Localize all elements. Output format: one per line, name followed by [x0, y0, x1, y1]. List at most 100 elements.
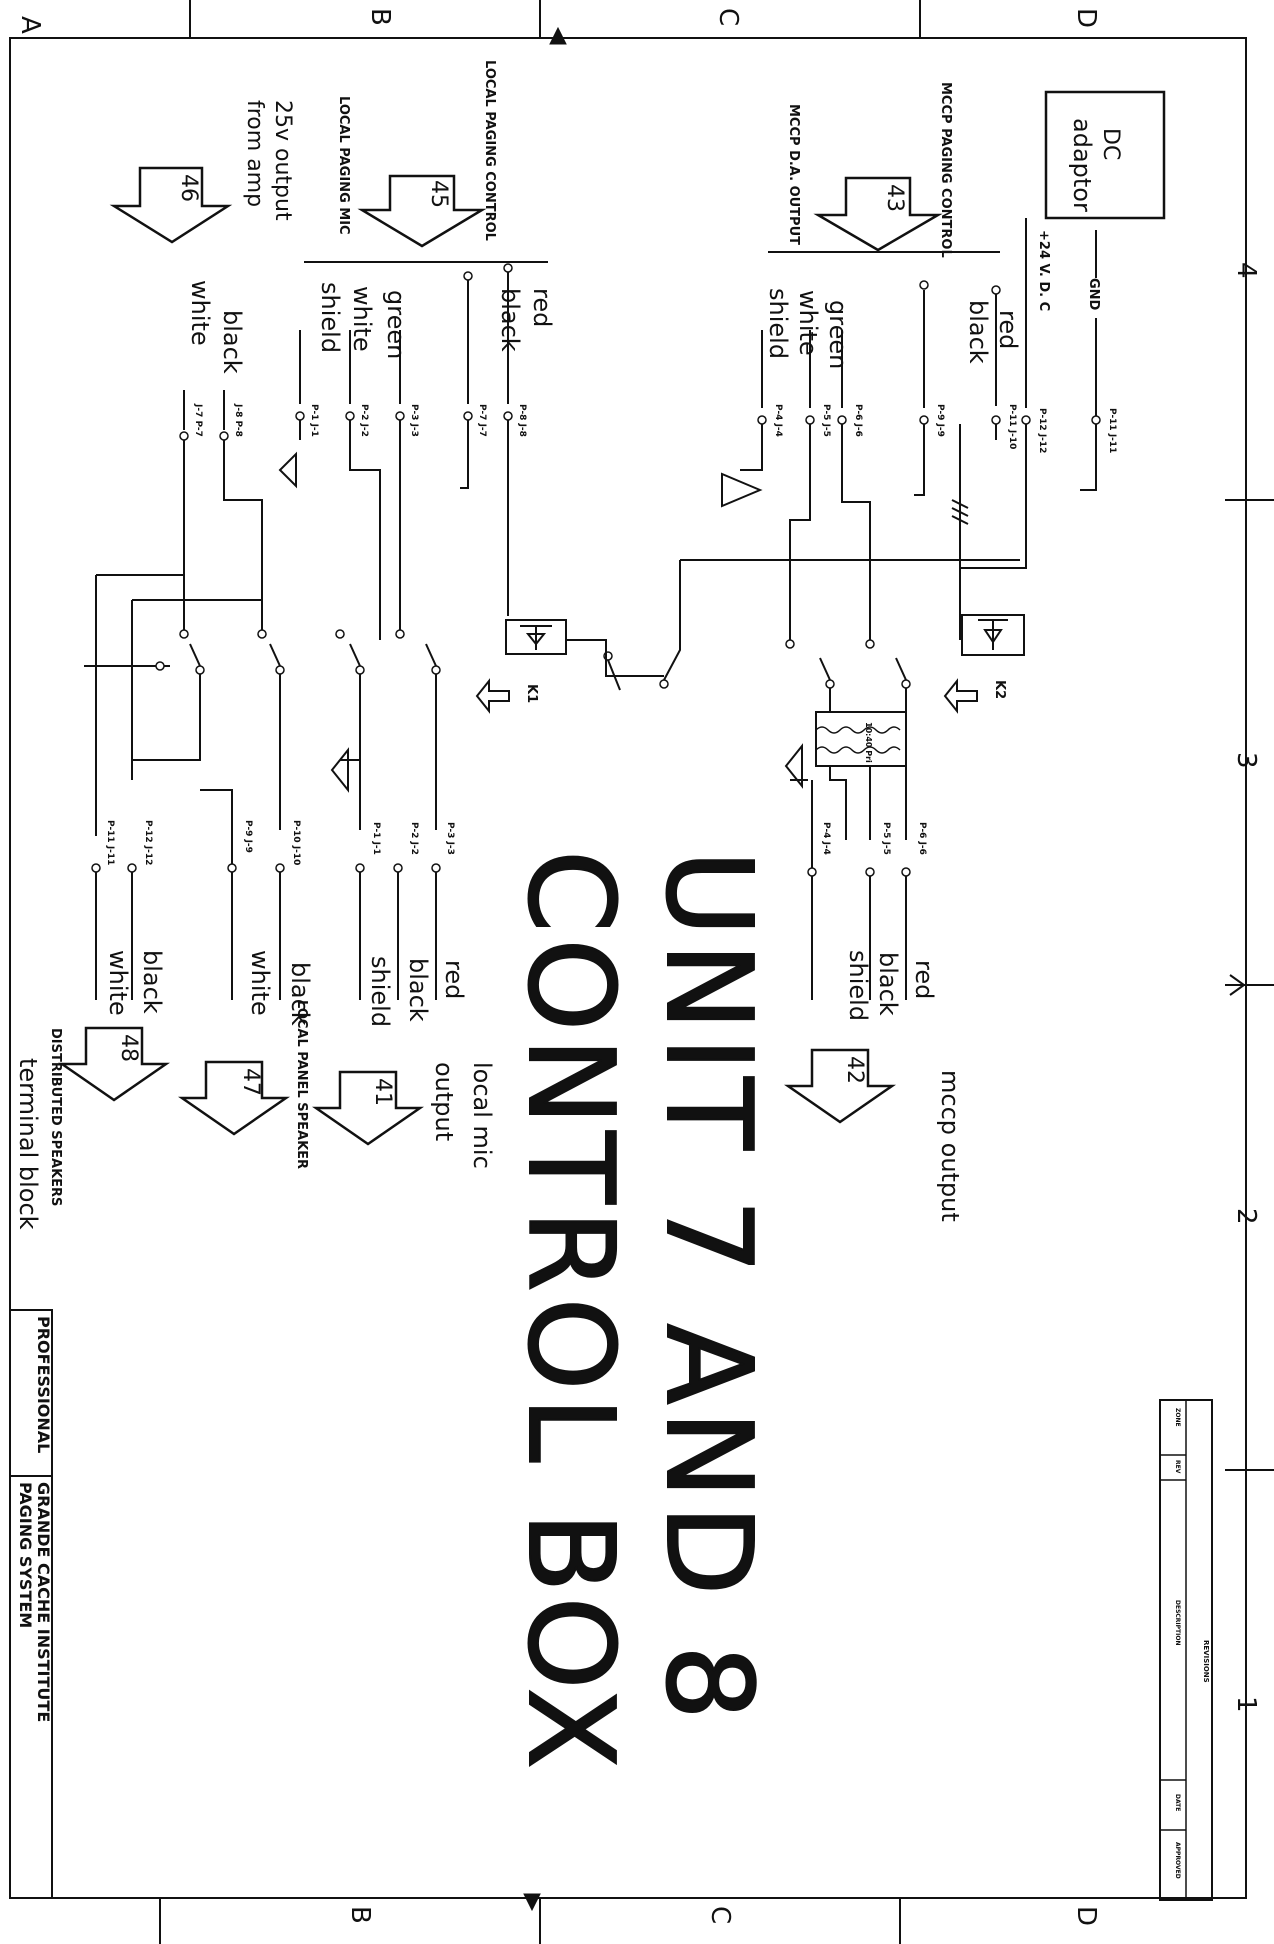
pin-label: P-2 J-2 — [409, 822, 419, 855]
input-number: 46 — [176, 174, 201, 202]
output-label: LOCAL PANEL SPEAKER — [294, 1000, 309, 1169]
revisions-block: REVISIONS ZONE REV DESCRIPTION DATE APPR… — [1159, 1399, 1213, 1901]
input-43: MCCP PAGING CONTROL MCCP D.A. OUTPUT 43 — [768, 82, 1000, 258]
pin-label: J-7 P-7 — [193, 403, 203, 437]
input-subtitle: MCCP D.A. OUTPUT — [786, 104, 801, 245]
output-label: DISTRIBUTED SPEAKERS — [48, 1028, 63, 1206]
wire-label: red — [440, 960, 468, 999]
wire-label: black — [496, 288, 524, 352]
pin-label: P-7 J-7 — [477, 404, 487, 437]
amp-wires: black white J-8 P-8 J-7 P-7 — [84, 280, 263, 836]
pin-label: P-11 J-11 — [1107, 408, 1117, 453]
wire-label: white — [348, 286, 376, 352]
pin-label: P-4 J-4 — [773, 404, 783, 437]
wire-label: red — [994, 310, 1022, 349]
pin-label: P-6 J-6 — [917, 822, 927, 855]
input-title: MCCP PAGING CONTROL — [938, 82, 953, 258]
pin-label: P-2 J-2 — [359, 404, 369, 437]
transformer: 10:40 Pri — [784, 711, 907, 840]
pin-label: P-8 J-8 — [517, 404, 527, 437]
input-title: 25v output — [270, 100, 295, 221]
wire-label: white — [104, 950, 132, 1016]
sheet-border — [9, 0, 1274, 1944]
zone-number: 3 — [1231, 752, 1261, 769]
wire-label: black — [874, 952, 902, 1016]
wire-label: black — [218, 310, 246, 374]
title-line-2: CONTROL BOX — [502, 850, 640, 1775]
input-subtitle: LOCAL PAGING MIC — [336, 96, 351, 235]
dc-adaptor-label: adaptor — [1068, 118, 1096, 212]
zone-letters-bottom: B C D — [345, 1906, 1101, 1926]
dc-adaptor: DC adaptor GND +24 V. D. C P-11 J-11 P-1… — [960, 90, 1166, 569]
wire-label: green — [382, 290, 410, 359]
output-label: terminal block — [14, 1058, 42, 1230]
pin-label: P-4 J-4 — [821, 822, 831, 855]
wire-label: black — [964, 300, 992, 364]
panel-speaker-pins: P-10 J-10 P-9 J-9 black white — [200, 789, 314, 1026]
wire-label: shield — [366, 956, 394, 1027]
relay-k2: K2 — [603, 559, 1025, 714]
output-41: 41 local mic output — [311, 1062, 496, 1169]
mccp-control-wires: red black P-11 J-10 P-9 J-9 — [914, 280, 1022, 640]
pin-label: P-10 J-10 — [291, 820, 301, 865]
rev-col: APPROVED — [1174, 1842, 1181, 1879]
zone-numbers-right: 4 3 2 1 — [1231, 262, 1261, 1713]
relay-label: K1 — [524, 684, 539, 703]
zone-number: 2 — [1231, 1208, 1261, 1225]
output-42: 42 mccp output — [783, 1048, 964, 1222]
local-mic-wires: green white shield P-3 J-3 P-2 J-2 P-1 J… — [278, 282, 419, 640]
output-label: local mic — [468, 1062, 496, 1169]
pin-label: P-11 J-10 — [1007, 404, 1017, 449]
pin-label: P-1 J-1 — [371, 822, 381, 855]
zone-letter: B — [345, 1906, 375, 1924]
output-47: 47 LOCAL PANEL SPEAKER — [177, 1000, 309, 1169]
wire-label: shield — [844, 950, 872, 1021]
wire-label: white — [186, 280, 214, 346]
dc-adaptor-label: DC — [1098, 128, 1123, 160]
zone-letter: C — [705, 1906, 735, 1924]
input-subtitle: from amp — [242, 100, 267, 207]
zone-number: 1 — [1231, 1696, 1261, 1713]
zone-letters-top: A B C D — [15, 8, 1101, 34]
pin-label: P-12 J-12 — [143, 820, 153, 865]
pin-label: P-12 J-12 — [1037, 408, 1047, 453]
wire-label: shield — [764, 288, 792, 359]
wire-label: red — [528, 288, 556, 327]
local-output-pins: P-3 J-3 P-2 J-2 P-1 J-1 red black shield — [355, 822, 468, 1027]
zone-letter: D — [1071, 1906, 1101, 1926]
output-number: 47 — [238, 1068, 263, 1096]
wire-label: black — [404, 958, 432, 1022]
mccp-output-pins: P-6 J-6 P-5 J-5 P-4 J-4 red black shield — [807, 780, 938, 1021]
wire-label: green — [824, 300, 852, 369]
pin-label: P-9 J-9 — [243, 820, 253, 853]
input-45: LOCAL PAGING CONTROL LOCAL PAGING MIC 45 — [304, 60, 548, 263]
zone-letter: A — [15, 16, 45, 34]
wire-label: white — [246, 950, 274, 1016]
relay-k1: K1 — [132, 619, 664, 830]
rev-col: DESCRIPTION — [1174, 1600, 1181, 1646]
wire-label: shield — [316, 282, 344, 353]
pin-label: P-5 J-5 — [821, 404, 831, 437]
wire-label: black — [286, 962, 314, 1026]
local-control-wires: red black P-8 J-8 P-7 J-7 — [460, 263, 556, 616]
rev-col: REV — [1174, 1460, 1181, 1474]
title-block: PROFESSIONAL GRANDE CACHE INSTITUTE PAGI… — [9, 1309, 53, 1899]
output-number: 42 — [842, 1056, 867, 1084]
rev-col: ZONE — [1174, 1408, 1181, 1427]
output-number: 48 — [116, 1034, 141, 1062]
output-label: mccp output — [936, 1070, 964, 1222]
pin-label: P-9 J-9 — [935, 404, 945, 437]
title-block-right: GRANDE CACHE INSTITUTE — [34, 1482, 53, 1722]
pin-label: P-3 J-3 — [445, 822, 455, 855]
pin-label: P-1 J-1 — [309, 404, 319, 437]
wire-label: black — [138, 950, 166, 1014]
diagram-title: UNIT 7 AND 8 CONTROL BOX — [501, 849, 779, 1776]
input-46: 25v output from amp 46 — [109, 100, 295, 244]
wire-label: white — [794, 290, 822, 356]
input-title: LOCAL PAGING CONTROL — [482, 60, 497, 241]
zone-number: 4 — [1231, 262, 1261, 279]
relay-label: K2 — [992, 680, 1007, 699]
pin-label: P-6 J-6 — [853, 404, 863, 437]
zone-letter: D — [1071, 8, 1101, 28]
